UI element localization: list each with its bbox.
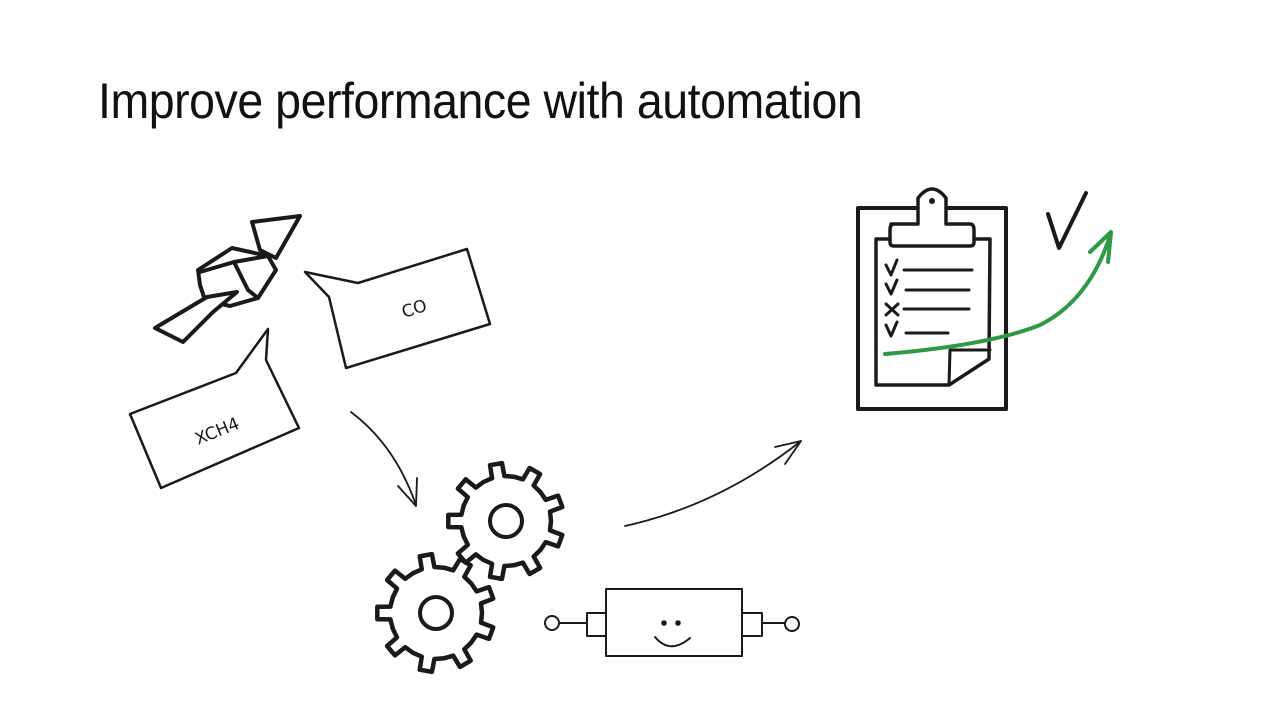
- checklist-item: [884, 302, 971, 317]
- bubble-label-xch4: XCH4: [192, 414, 242, 450]
- checklist-item: [884, 320, 950, 338]
- speech-bubble-co: CO: [303, 247, 492, 370]
- flow-arrow-up: [624, 440, 802, 527]
- gear-hub: [418, 595, 454, 631]
- checklist-item: [884, 258, 974, 277]
- checklist-item: [884, 278, 971, 296]
- gears-icon: [375, 460, 565, 675]
- cross-icon: [884, 302, 900, 317]
- check-icon: [884, 278, 899, 296]
- checkmark-icon: [1046, 191, 1088, 250]
- slide-title: Improve performance with automation: [98, 73, 863, 129]
- gear-body: [446, 460, 565, 582]
- robot-block-icon: [544, 588, 800, 657]
- gear-icon-large: [446, 460, 565, 582]
- check-icon: [884, 320, 899, 338]
- gear-hub: [488, 503, 524, 539]
- bubble-label-co: CO: [399, 296, 429, 323]
- checklist: [884, 258, 974, 338]
- clipboard-checklist-icon: [856, 187, 1008, 411]
- gear-body: [375, 551, 496, 675]
- satellite-icon: [153, 214, 302, 344]
- speech-bubble-xch4: XCH4: [128, 327, 301, 490]
- growth-arrow-icon: [883, 230, 1113, 356]
- gear-icon-small: [375, 551, 496, 675]
- check-icon: [884, 258, 899, 277]
- flow-arrow-down: [350, 411, 418, 507]
